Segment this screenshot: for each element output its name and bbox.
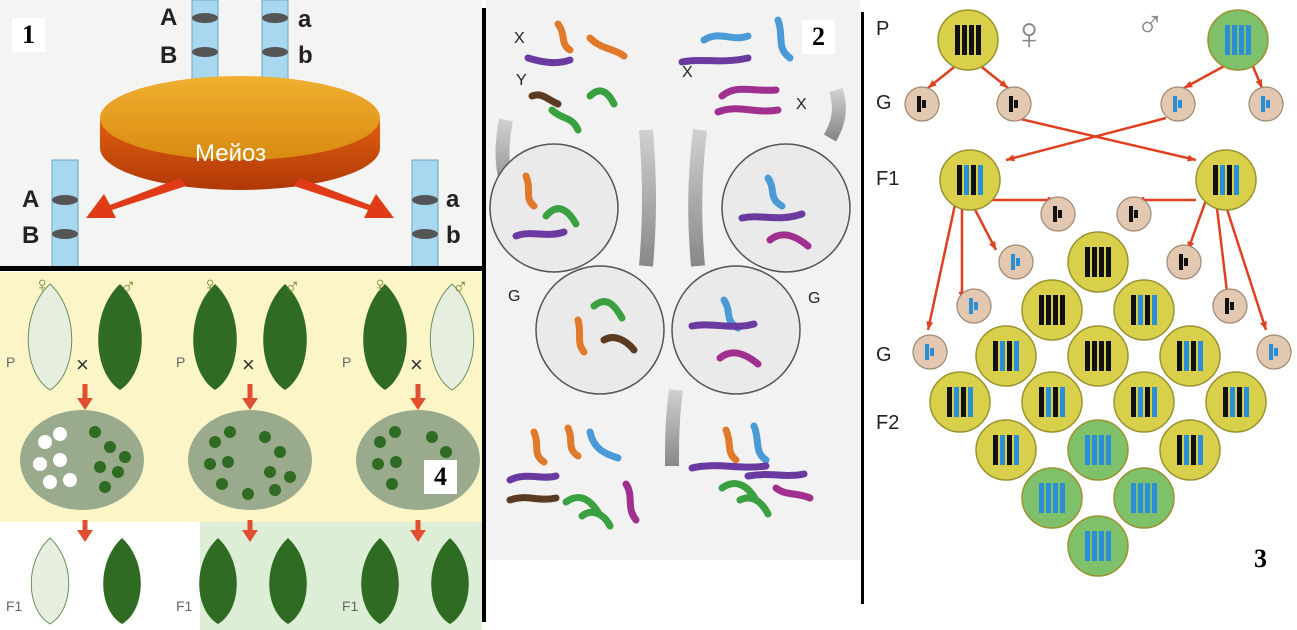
- f1-strip-white: [0, 522, 200, 630]
- row-label-g: G: [876, 344, 892, 367]
- female-symbol: ♀: [1012, 6, 1047, 60]
- row-label-p: P: [876, 18, 889, 41]
- gene-locus: [52, 195, 78, 205]
- zygote-cell: [1022, 280, 1082, 340]
- arrow-right: [294, 178, 394, 218]
- panel-number-3: 3: [1254, 544, 1267, 574]
- chromosome-label-x: X: [796, 96, 807, 114]
- gamete-label-g: G: [808, 290, 820, 308]
- allele-label: a: [298, 6, 311, 34]
- panel-meiosis-diagram: 1 Мейоз A B a b A B a b: [0, 0, 482, 268]
- cell-circle: [722, 144, 850, 272]
- gene-locus: [412, 195, 438, 205]
- gamete-label-g: G: [508, 288, 520, 306]
- chromosome-illustration: [486, 0, 860, 560]
- panel-number-4: 4: [424, 460, 457, 494]
- divider-vertical-right: [861, 12, 864, 604]
- cross-symbol: ×: [410, 352, 423, 378]
- zygote-cell: [1068, 516, 1128, 576]
- divider-horizontal: [0, 266, 486, 271]
- allele-label: A: [160, 4, 177, 32]
- zygote-cell: [930, 372, 990, 432]
- allele-label: B: [22, 222, 39, 250]
- zygote-cell: [1068, 420, 1128, 480]
- zygote-cell: [1114, 468, 1174, 528]
- zygote-cell: [1022, 372, 1082, 432]
- allele-label: b: [298, 42, 313, 70]
- cross-symbol: ×: [242, 352, 255, 378]
- male-symbol: ♂: [284, 274, 301, 300]
- allele-label: A: [22, 186, 39, 214]
- female-symbol: ♀: [34, 272, 51, 298]
- p-label: P: [342, 354, 351, 370]
- zygote-cell: [1068, 326, 1128, 386]
- chromosome-label-x: X: [682, 64, 693, 82]
- meiosis-label: Мейоз: [195, 140, 266, 168]
- green-leaf: [363, 284, 407, 390]
- cross-arrow-head: [77, 398, 93, 410]
- chromosome-set-top-left: [528, 24, 624, 130]
- zygote-cell: [1114, 372, 1174, 432]
- male-symbol: ♂: [452, 274, 469, 300]
- gene-locus: [192, 47, 218, 57]
- zygote-cell: [1068, 232, 1128, 292]
- panel-sex-chromosome-meiosis: X Y X X G G 2: [486, 0, 860, 560]
- female-symbol: ♀: [372, 272, 389, 298]
- gene-locus: [262, 13, 288, 23]
- allele-label: b: [446, 222, 461, 250]
- gene-locus: [412, 229, 438, 239]
- variegated-leaf: [28, 284, 72, 390]
- chromosome-rod-bottom-right: [412, 160, 438, 268]
- chromosome-label-x: X: [514, 30, 525, 48]
- chromosome-set-bottom-left: [510, 428, 636, 526]
- f1-label: F1: [342, 598, 358, 614]
- zygote-cell: [1022, 468, 1082, 528]
- zygote-cell: [1160, 420, 1220, 480]
- cross-symbol: ×: [76, 352, 89, 378]
- allele-label: a: [446, 186, 459, 214]
- chromosome-label-y: Y: [516, 72, 527, 90]
- chromosome-set-top-right: [682, 20, 790, 112]
- panel-number-1: 1: [12, 18, 45, 52]
- row-label-f2: F2: [876, 412, 899, 435]
- row-label-f1: F1: [876, 168, 899, 191]
- f1-label: F1: [6, 598, 22, 614]
- gene-locus: [192, 13, 218, 23]
- plant-cross-illustration: [0, 272, 482, 630]
- female-symbol: ♀: [202, 272, 219, 298]
- green-leaf: [193, 284, 237, 390]
- allele-label: B: [160, 42, 177, 70]
- gene-locus: [262, 47, 288, 57]
- zygote-cell: [1206, 372, 1266, 432]
- arrow-left: [86, 178, 186, 218]
- chromosome-rod-bottom-left: [52, 160, 78, 268]
- dihybrid-cross-diagram: [866, 0, 1297, 630]
- zygote-cell: [940, 150, 1000, 210]
- panel-dihybrid-cross: P G F1 G F2 ♀ ♂ 3: [866, 0, 1297, 630]
- zygote-cell: [1114, 280, 1174, 340]
- meiosis-illustration: [0, 0, 482, 268]
- male-symbol: ♂: [120, 274, 137, 300]
- f1-label: F1: [176, 598, 192, 614]
- zygote-cell: [976, 326, 1036, 386]
- panel-number-2: 2: [802, 20, 835, 54]
- zygote-cell: [1196, 150, 1256, 210]
- zygote-cell: [1160, 326, 1220, 386]
- row-label-g: G: [876, 92, 892, 115]
- zygote-cell: [938, 10, 998, 70]
- gene-locus: [52, 229, 78, 239]
- zygote-cell: [976, 420, 1036, 480]
- chromosome-set-bottom-right: [692, 426, 810, 514]
- zygote-cell: [1208, 10, 1268, 70]
- panel-plant-inheritance: ♀ ♂ P × F1 ♀ ♂ P × F1 ♀ ♂ P × F1 4: [0, 272, 482, 630]
- cell-circle: [536, 266, 664, 394]
- p-label: P: [176, 354, 185, 370]
- p-label: P: [6, 354, 15, 370]
- male-symbol: ♂: [1136, 4, 1165, 47]
